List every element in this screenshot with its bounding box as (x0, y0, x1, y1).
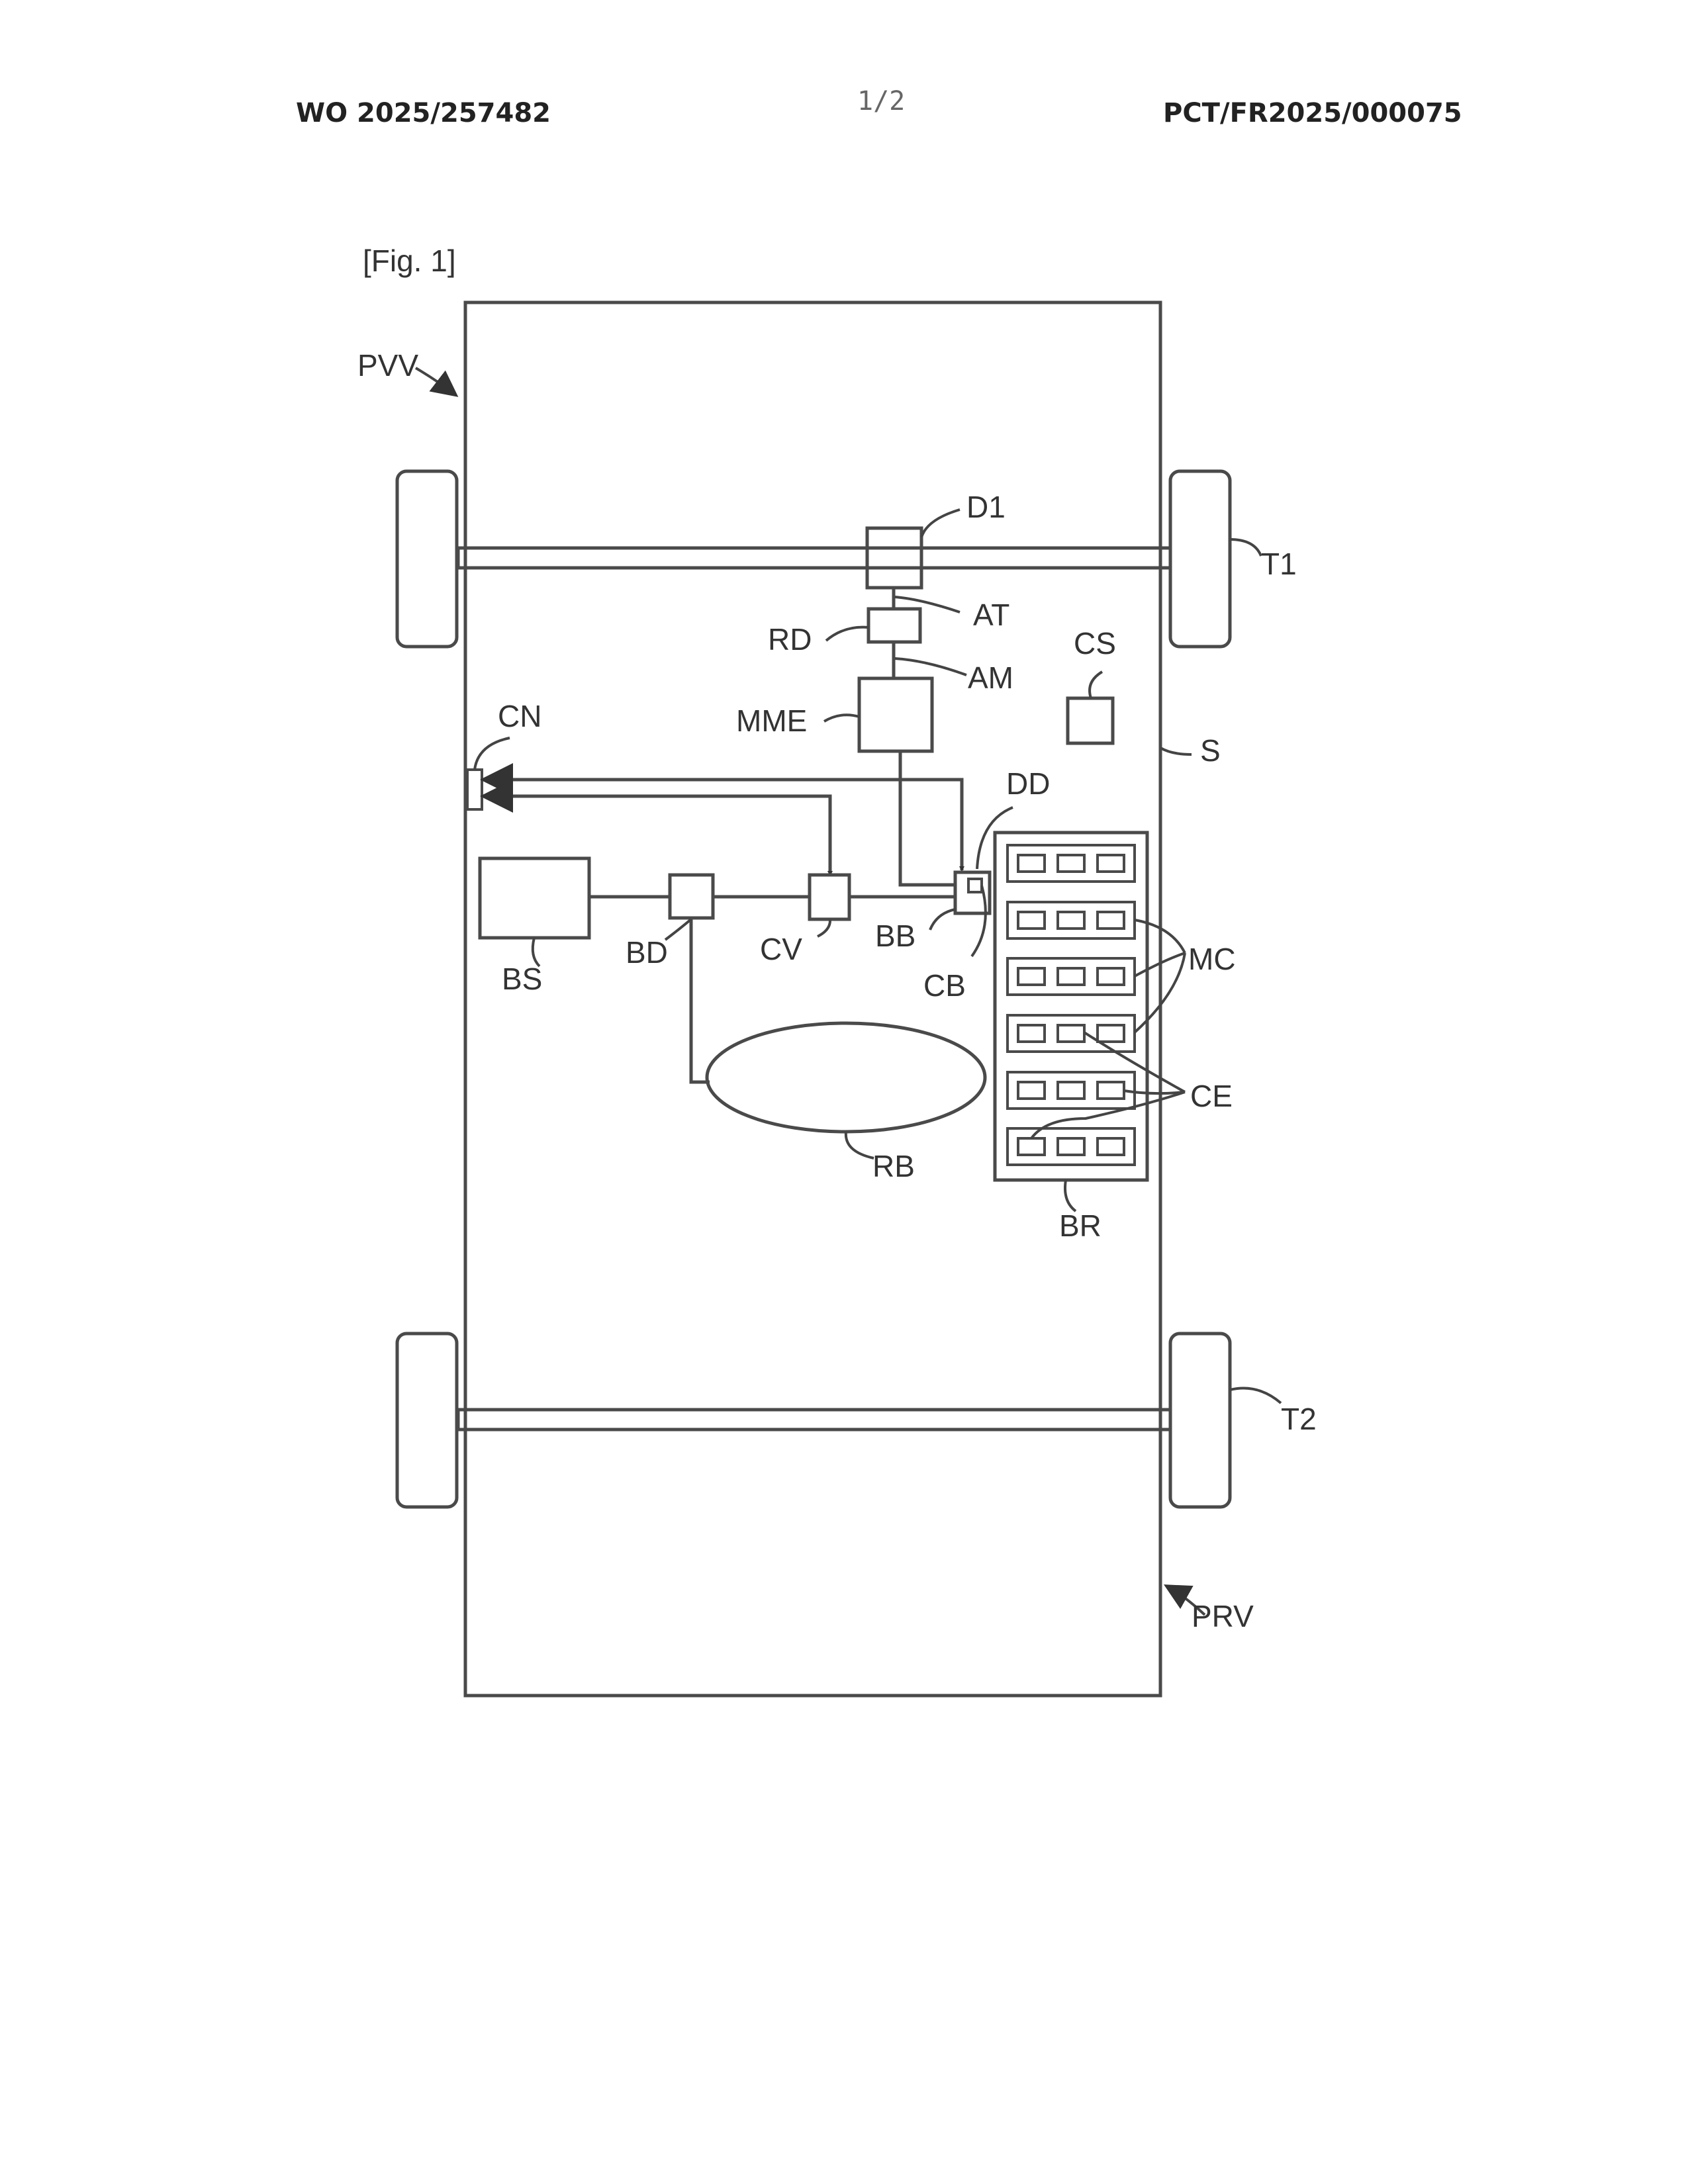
component-cs (1068, 698, 1113, 743)
label-cs: CS (1074, 626, 1116, 660)
front-left-wheel (397, 471, 457, 647)
label-cv: CV (760, 932, 802, 966)
rear-axle (458, 1410, 1170, 1430)
rear-right-wheel (1170, 1334, 1230, 1507)
label-bb: BB (875, 919, 915, 953)
battery-module (1008, 1128, 1135, 1165)
battery-module (1008, 958, 1135, 995)
label-mc: MC (1188, 942, 1236, 976)
battery-module (1008, 845, 1135, 882)
label-t1: T1 (1261, 547, 1297, 581)
label-rb: RB (872, 1149, 915, 1183)
label-cn: CN (498, 699, 541, 733)
label-t2: T2 (1281, 1402, 1317, 1436)
label-am: AM (968, 660, 1013, 695)
label-cb: CB (923, 968, 966, 1003)
connector-cn (467, 770, 482, 809)
label-bs: BS (502, 962, 542, 996)
battery-module (1008, 1072, 1135, 1109)
reducer-rd (868, 609, 920, 642)
battery-module (1008, 902, 1135, 938)
component-bd (670, 875, 713, 918)
leader-lines (416, 368, 1281, 1615)
figure-caption: [Fig. 1] (363, 244, 456, 278)
label-pvv: PVV (357, 348, 418, 383)
label-ce: CE (1190, 1079, 1233, 1113)
label-dd: DD (1006, 766, 1050, 801)
reservoir-rb (707, 1023, 985, 1132)
vehicle-body (465, 302, 1160, 1696)
electric-motor-mme (859, 678, 932, 751)
line-bd-rb (691, 918, 710, 1082)
rear-left-wheel (397, 1334, 457, 1507)
label-d1: D1 (966, 490, 1006, 524)
front-right-wheel (1170, 471, 1230, 647)
component-cv (810, 875, 849, 919)
battery-pack-br (995, 833, 1147, 1180)
component-bs (480, 858, 589, 938)
battery-module (1008, 1015, 1135, 1052)
label-rd: RD (768, 622, 812, 657)
label-br: BR (1059, 1208, 1102, 1243)
label-s: S (1200, 733, 1221, 768)
label-mme: MME (736, 704, 807, 738)
label-prv: PRV (1192, 1599, 1254, 1633)
component-cb (968, 879, 982, 892)
label-bd: BD (626, 935, 668, 970)
label-at: AT (973, 598, 1009, 632)
control-line-cv-to-cn (487, 796, 830, 875)
front-axle (458, 548, 1170, 568)
motor-power-line (900, 751, 955, 885)
differential-d1 (867, 528, 921, 588)
control-line-dd-to-cn (487, 780, 962, 870)
